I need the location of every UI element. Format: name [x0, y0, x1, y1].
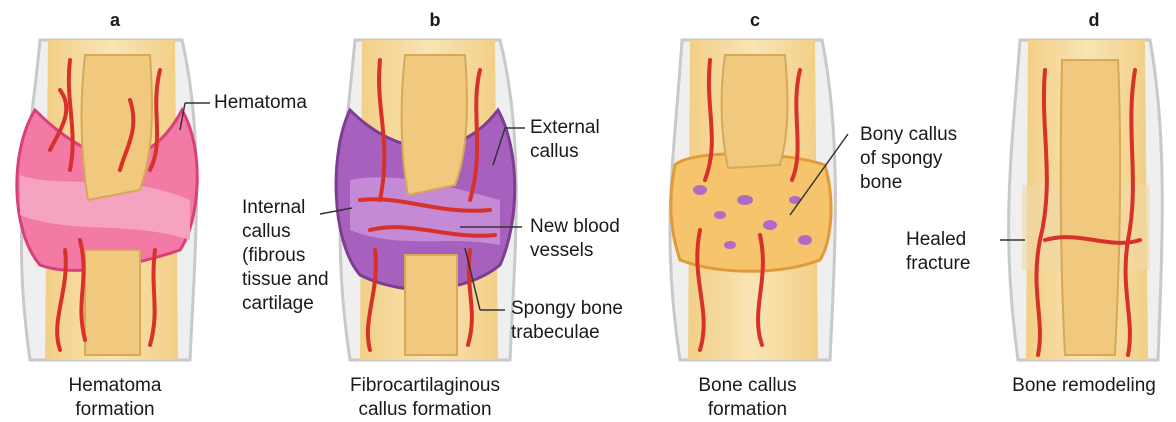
- caption-bone-callus: Bone callusformation: [660, 374, 835, 422]
- marrow-cavity-lower: [85, 250, 140, 355]
- label-hematoma: Hematoma: [214, 91, 307, 115]
- panel-a-illustration: [17, 40, 197, 360]
- caption-fibrocartilaginous-callus: Fibrocartilaginouscallus formation: [310, 374, 540, 422]
- marrow-cavity: [1061, 60, 1120, 355]
- label-healed-fracture: Healedfracture: [906, 228, 970, 276]
- caption-hematoma-formation: Hematomaformation: [20, 374, 210, 422]
- panel-b-illustration: [336, 40, 516, 360]
- panel-letter-b: b: [424, 10, 446, 30]
- caption-bone-remodeling: Bone remodeling: [995, 374, 1173, 398]
- label-spongy-bone-trabeculae: Spongy bonetrabeculae: [511, 297, 623, 345]
- marrow-cavity: [722, 55, 788, 168]
- panel-c-illustration: [670, 40, 835, 360]
- label-bony-callus: Bony callus of spongy bone: [860, 123, 957, 195]
- panel-letter-d: d: [1083, 10, 1105, 30]
- marrow-cavity: [82, 55, 152, 200]
- marrow-cavity-lower: [405, 255, 457, 355]
- marrow-cavity: [402, 55, 467, 195]
- panel-letter-a: a: [104, 10, 126, 30]
- label-internal-callus: Internal callus (fibrous tissue and cart…: [242, 196, 329, 316]
- label-new-blood-vessels: New bloodvessels: [530, 215, 620, 263]
- bony-callus: [671, 154, 831, 272]
- panel-d-illustration: [1009, 40, 1163, 360]
- label-external-callus: Externalcallus: [530, 116, 600, 164]
- panel-letter-c: c: [744, 10, 766, 30]
